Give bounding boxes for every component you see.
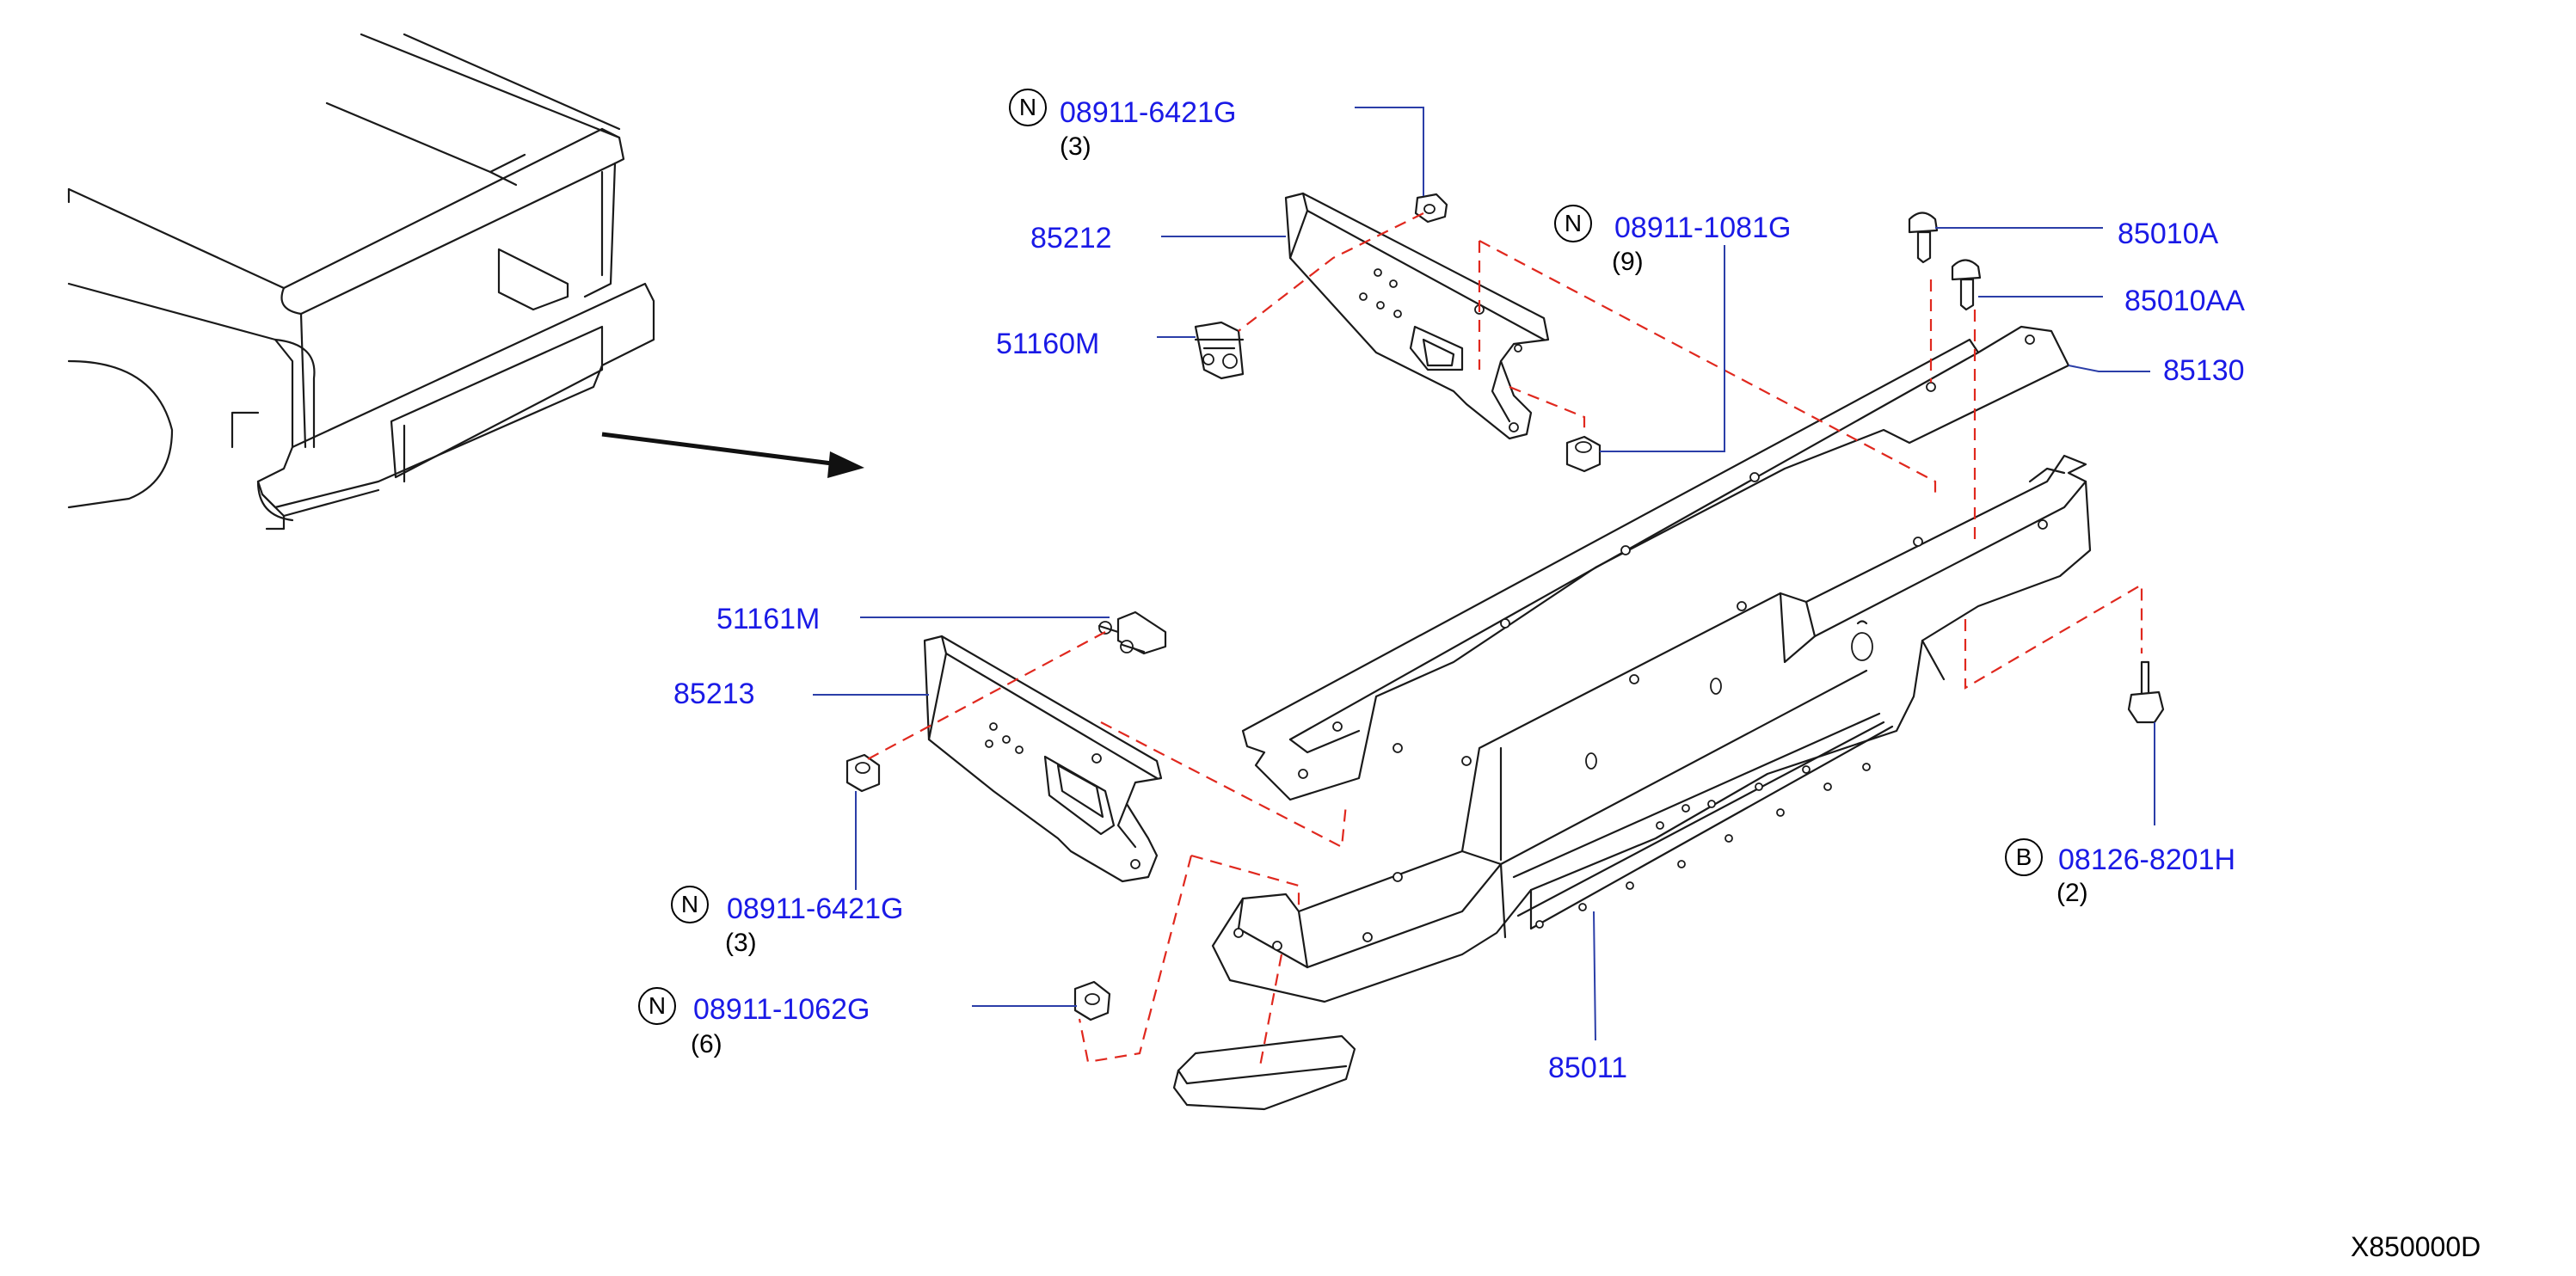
quantity-08911-6421g-lower: (3) [725, 929, 757, 957]
diagram-code: X850000D [2351, 1231, 2481, 1262]
bolt-badge-icon: B [2005, 838, 2043, 876]
part-number-85010aa[interactable]: 85010AA [2124, 285, 2245, 317]
part-number-85010a[interactable]: 85010A [2118, 218, 2219, 250]
part-number-08911-1062g[interactable]: 08911-1062G [693, 993, 870, 1026]
nut-lower-part [845, 753, 881, 793]
nut-badge-icon: N [1009, 89, 1047, 126]
leader-lines [813, 107, 2155, 1041]
bracket-51161m-part [1097, 610, 1167, 655]
quantity-08911-6421g-upper: (3) [1060, 132, 1091, 161]
part-number-51160m[interactable]: 51160M [996, 328, 1100, 360]
vehicle-rear-view [67, 33, 655, 531]
bolt-08126-8201h-part [2127, 660, 2165, 724]
nut-08911-1081g-part [1565, 435, 1602, 473]
part-number-51161m[interactable]: 51161M [716, 603, 821, 635]
part-number-08911-6421g-upper[interactable]: 08911-6421G [1060, 96, 1237, 129]
part-number-08911-6421g-lower[interactable]: 08911-6421G [727, 893, 904, 925]
part-number-08911-1081g[interactable]: 08911-1081G [1614, 212, 1792, 244]
quantity-08911-1081g: (9) [1612, 248, 1644, 276]
nut-badge-icon: N [638, 987, 676, 1025]
part-number-85213[interactable]: 85213 [673, 678, 755, 710]
part-number-85212[interactable]: 85212 [1030, 222, 1112, 255]
nut-badge-icon: N [1554, 205, 1592, 242]
nut-badge-icon: N [671, 886, 709, 923]
stay-85213-part [923, 635, 1163, 883]
direction-arrow-icon [601, 432, 864, 478]
bolt-85010a-part [1908, 212, 1939, 264]
part-number-85011[interactable]: 85011 [1548, 1052, 1628, 1084]
quantity-08126-8201h: (2) [2056, 879, 2088, 907]
quantity-08911-1062g: (6) [691, 1030, 722, 1058]
nut-08911-1062g-part [1073, 980, 1111, 1021]
reinforcement-85130-part [1241, 325, 2070, 801]
bumper-end-cap-part [1172, 1034, 1356, 1111]
nut-upper-part [1414, 193, 1448, 224]
stay-85212-part [1284, 192, 1550, 440]
part-number-08126-8201h[interactable]: 08126-8201H [2058, 844, 2236, 876]
part-number-85130[interactable]: 85130 [2163, 354, 2245, 387]
bracket-51160m-part [1194, 321, 1245, 380]
bolt-85010aa-part [1951, 259, 1982, 311]
assembly-guide-lines [864, 212, 2143, 1067]
bumper-85011-part [1211, 454, 2092, 1003]
